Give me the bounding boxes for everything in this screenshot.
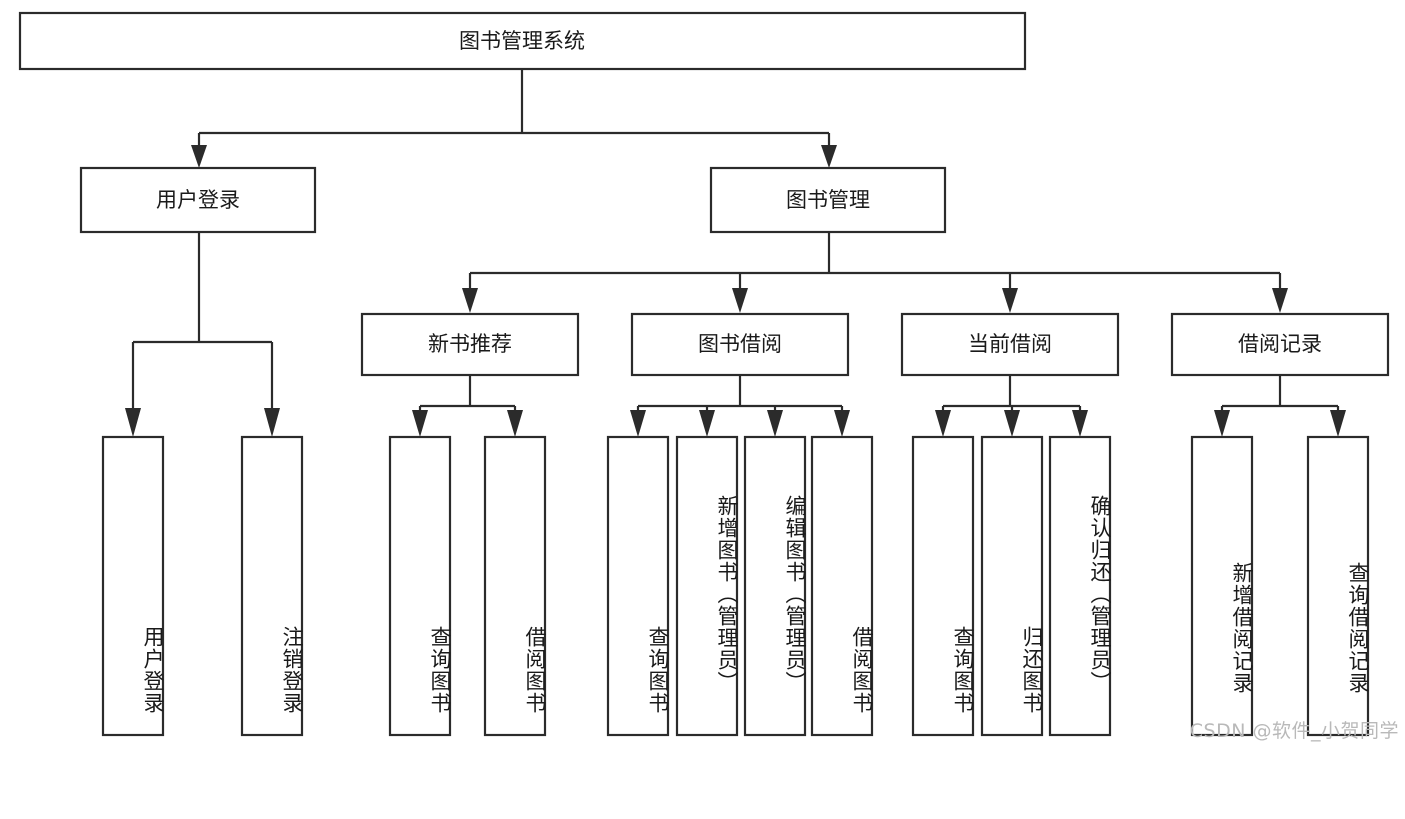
node-borrow-record[interactable] — [1170, 312, 1390, 377]
node-leaf-user-login[interactable] — [101, 435, 165, 737]
node-leaf-query-book-1[interactable] — [388, 435, 452, 737]
connector-group-root — [191, 69, 837, 168]
node-leaf-query-book-3[interactable] — [911, 435, 975, 737]
node-leaf-add-book[interactable] — [675, 435, 739, 737]
node-leaf-query-record[interactable] — [1306, 435, 1370, 737]
arrowhead-leaf-borrow-book-1 — [507, 410, 523, 437]
arrowhead-current-borrow — [1002, 288, 1018, 313]
node-new-book-rec-label: 新书推荐 — [428, 332, 512, 356]
diagram-svg: 图书管理系统 用户登录 图书管理 新书推荐 图书借阅 当前借阅 借阅记录 — [18, 11, 1390, 737]
arrowhead-borrow-record — [1272, 288, 1288, 313]
node-book-manage-label: 图书管理 — [786, 188, 870, 212]
connector-group-book-borrow — [630, 375, 850, 437]
node-current-borrow[interactable] — [900, 312, 1120, 377]
arrowhead-leaf-query-book-3 — [935, 410, 951, 437]
arrowhead-leaf-logout — [264, 408, 280, 437]
node-root[interactable] — [18, 11, 1027, 71]
node-leaf-borrow-book-2[interactable] — [810, 435, 874, 737]
node-borrow-record-label: 借阅记录 — [1238, 332, 1322, 356]
node-leaf-logout[interactable] — [240, 435, 304, 737]
diagram-canvas: 图书管理系统 用户登录 图书管理 新书推荐 图书借阅 当前借阅 借阅记录 用户登… — [18, 11, 1399, 742]
node-root-label: 图书管理系统 — [459, 29, 585, 53]
connector-group-user-login — [125, 232, 280, 437]
connector-group-new-book-rec — [412, 375, 523, 437]
node-user-login[interactable] — [79, 166, 317, 234]
arrowhead-leaf-return-book — [1004, 410, 1020, 437]
arrowhead-leaf-query-book-1 — [412, 410, 428, 437]
node-leaf-edit-book[interactable] — [743, 435, 807, 737]
arrowhead-user-login — [191, 145, 207, 168]
connector-group-book-manage — [462, 232, 1288, 313]
arrowhead-leaf-add-book — [699, 410, 715, 437]
arrowhead-new-book-rec — [462, 288, 478, 313]
arrowhead-leaf-confirm-return — [1072, 410, 1088, 437]
arrowhead-leaf-add-record — [1214, 410, 1230, 437]
node-book-borrow-label: 图书借阅 — [698, 332, 782, 356]
arrowhead-leaf-edit-book — [767, 410, 783, 437]
node-book-manage[interactable] — [709, 166, 947, 234]
node-leaf-borrow-book-1[interactable] — [483, 435, 547, 737]
node-current-borrow-label: 当前借阅 — [968, 332, 1052, 356]
node-leaf-add-record[interactable] — [1190, 435, 1254, 737]
connector-group-borrow-record — [1214, 375, 1346, 437]
node-leaf-confirm-return[interactable] — [1048, 435, 1112, 737]
node-user-login-label: 用户登录 — [156, 188, 240, 212]
arrowhead-book-borrow — [732, 288, 748, 313]
connector-group-current-borrow — [935, 375, 1088, 437]
node-book-borrow[interactable] — [630, 312, 850, 377]
node-leaf-return-book[interactable] — [980, 435, 1044, 737]
node-new-book-rec[interactable] — [360, 312, 580, 377]
arrowhead-book-manage — [821, 145, 837, 168]
arrowhead-leaf-borrow-book-2 — [834, 410, 850, 437]
arrowhead-leaf-query-record — [1330, 410, 1346, 437]
arrowhead-leaf-user-login — [125, 408, 141, 437]
watermark: CSDN @软件_小贺同学 — [1189, 720, 1399, 742]
node-leaf-query-book-2[interactable] — [606, 435, 670, 737]
arrowhead-leaf-query-book-2 — [630, 410, 646, 437]
